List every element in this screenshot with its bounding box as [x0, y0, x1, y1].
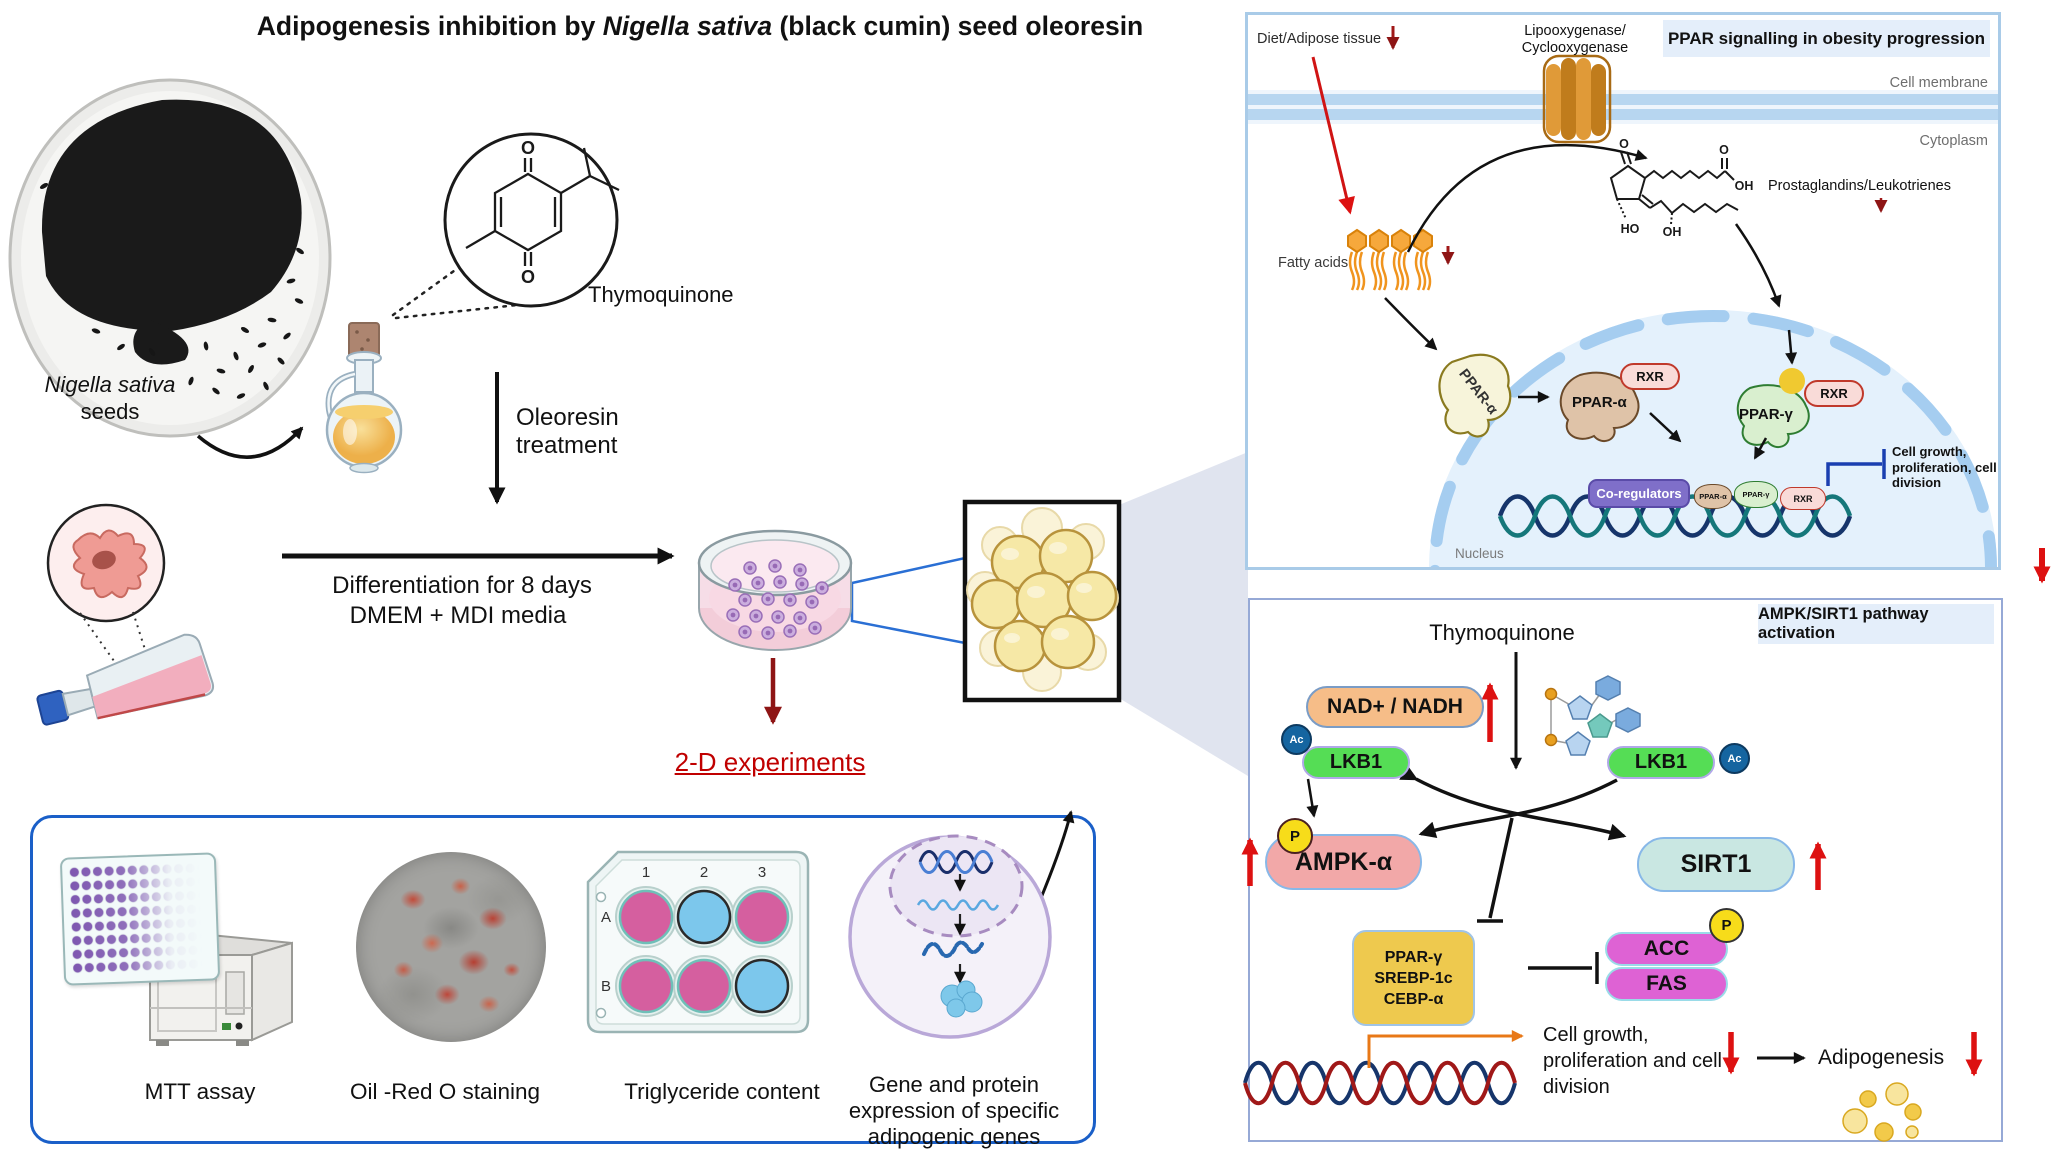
coregulators-pill: Co-regulators: [1588, 479, 1690, 508]
thymoquinone-bottom-oxygen: O: [521, 267, 535, 287]
acc-pill: ACC: [1605, 932, 1728, 966]
mtt-label: MTT assay: [144, 1079, 256, 1104]
cell-growth-label-bottom: Cell growth, proliferation and cell divi…: [1543, 1024, 1722, 1098]
oleoresin-line-2: treatment: [516, 432, 618, 459]
plate-row-a: A: [600, 909, 612, 926]
rxr-small: RXR: [1780, 487, 1826, 510]
petri-cells: [726, 559, 829, 640]
lipoxygenase-label: Lipooxygenase/ Cyclooxygenase: [1521, 23, 1629, 56]
prostaglandins-label: Prostaglandins/Leukotrienes: [1768, 178, 1951, 194]
ppar-gamma-label: PPAR-γ: [1739, 406, 1793, 423]
gene-expression-label: Gene and protein expression of specific …: [848, 1072, 1060, 1149]
ppar-panel-title: PPAR signalling in obesity progression: [1663, 20, 1990, 57]
cell-magnifier-lines: [79, 611, 158, 693]
preadipocyte-circle: [46, 503, 166, 623]
rxr-pill-2: RXR: [1804, 380, 1864, 407]
plate-col-2: 2: [699, 864, 709, 881]
petri-dish: [697, 529, 853, 651]
oleoresin-line-1: Oleoresin: [516, 404, 619, 431]
lkb1-pill-left: LKB1: [1302, 746, 1410, 779]
ppar-alpha-small: PPAR-α: [1694, 484, 1732, 509]
plate-col-1: 1: [641, 864, 651, 881]
thymoquinone-bottom-label: Thymoquinone: [1429, 620, 1575, 645]
nad-pill: NAD+ / NADH: [1306, 686, 1484, 728]
adipogenesis-label: Adipogenesis: [1818, 1046, 1945, 1069]
differentiation-line-1: Differentiation for 8 days: [332, 572, 592, 599]
plate-col-3: 3: [757, 864, 767, 881]
cell-membrane-label: Cell membrane: [1889, 75, 1988, 91]
title-suffix: (black cumin) seed oleoresin: [772, 11, 1144, 41]
ac-badge-right: Ac: [1719, 743, 1750, 774]
thymoquinone-top-oxygen: O: [521, 138, 535, 158]
oleoresin-label: Oleoresin treatment: [516, 404, 619, 460]
ac-badge-left: Ac: [1281, 724, 1312, 755]
fatty-acids-label: Fatty acids: [1278, 255, 1349, 271]
seeds-to-oil-arrow: [196, 426, 304, 459]
differentiation-line-2: DMEM + MDI media: [349, 602, 567, 629]
zoom-fan-shape: [1119, 452, 1248, 776]
adipocyte-zoom-box: [962, 499, 1122, 703]
sirt1-pill: SIRT1: [1637, 837, 1795, 892]
experiments-heading: 2-D experiments: [674, 747, 866, 777]
adipogenic-genes-box: PPAR-γ SREBP-1c CEBP-α: [1352, 930, 1475, 1026]
ampk-panel-title: AMPK/SIRT1 pathway activation: [1758, 604, 1994, 644]
p-badge-acc: P: [1709, 908, 1744, 943]
culture-flask: [36, 633, 215, 726]
oil-red-micrograph: [356, 852, 546, 1042]
cell-growth-label-top: Cell growth, proliferation, cell divisio…: [1892, 444, 1997, 490]
cytoplasm-label: Cytoplasm: [1919, 133, 1989, 149]
title-species: Nigella sativa: [602, 11, 773, 41]
oilred-label: Oil -Red O staining: [349, 1079, 541, 1104]
ppar-alpha-label: PPAR-α: [1572, 394, 1627, 411]
title-prefix: Adipogenesis inhibition by: [256, 11, 603, 41]
seeds-label-species: Nigella sativa: [44, 372, 176, 397]
zoom-cone-shape: [850, 556, 967, 645]
mtt-well-plate: [59, 852, 221, 986]
lkb1-pill-right: LKB1: [1607, 746, 1715, 779]
ppar-gamma-small: PPAR-γ: [1734, 481, 1778, 508]
triglyceride-label: Triglyceride content: [624, 1079, 820, 1104]
oleoresin-bottle: [325, 322, 403, 474]
fas-pill: FAS: [1605, 967, 1728, 1001]
plate-row-b: B: [600, 978, 612, 995]
nucleus-label: Nucleus: [1455, 546, 1504, 561]
rxr-pill-1: RXR: [1620, 363, 1680, 390]
p-badge-ampk: P: [1277, 818, 1313, 854]
thymoquinone-label: Thymoquinone: [588, 282, 734, 307]
magnifier-dashed-lines: [391, 266, 538, 320]
diet-label: Diet/Adipose tissue: [1257, 31, 1382, 47]
thymoquinone-structure-circle: O O: [443, 132, 620, 308]
page-title: Adipogenesis inhibition by Nigella sativ…: [257, 11, 1144, 41]
seeds-label-word: seeds: [80, 399, 140, 424]
